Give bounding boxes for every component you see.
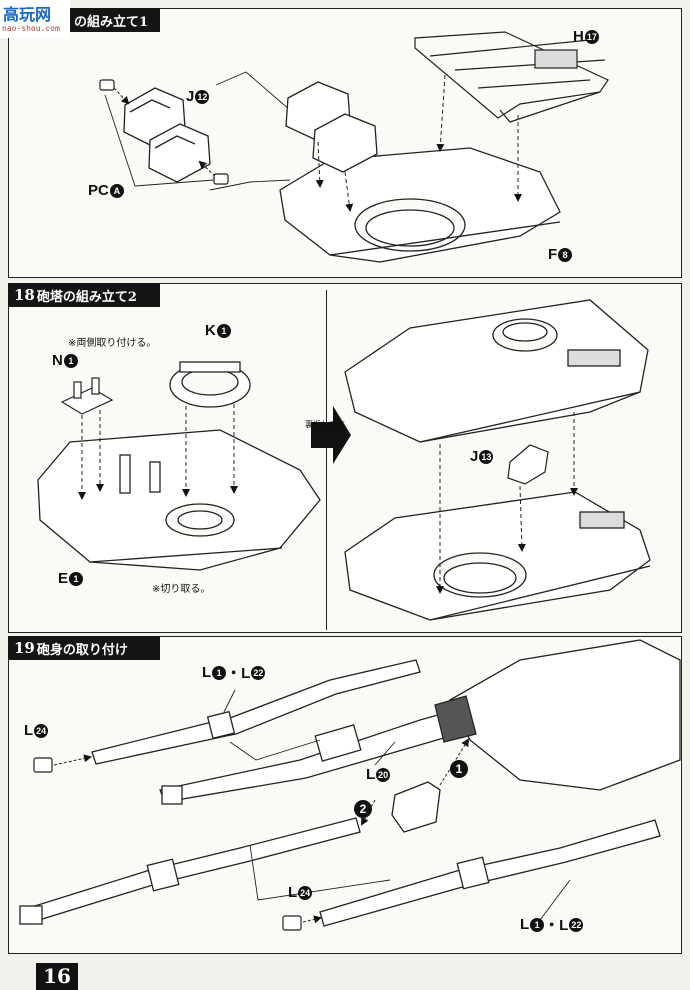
part-j13 bbox=[507, 444, 549, 485]
part-j12-blocks bbox=[123, 87, 211, 183]
part-h17-frame bbox=[414, 31, 609, 123]
section-19-title: 砲身の取り付け bbox=[36, 642, 128, 658]
flip-over-label: 裏返します bbox=[305, 420, 345, 429]
note-cut-off: ※切り取る。 bbox=[152, 584, 211, 595]
section-18-header: 18 砲塔の組み立て2 bbox=[8, 283, 160, 307]
step-two-marker: 2 bbox=[354, 800, 372, 818]
part-barrel-bottom-left bbox=[19, 817, 361, 925]
part-barrel-top bbox=[91, 659, 421, 765]
section-19-header: 19 砲身の取り付け bbox=[8, 636, 160, 660]
part-e1-hull bbox=[37, 429, 321, 571]
part-l20 bbox=[391, 781, 441, 833]
part-j12-installed bbox=[285, 81, 378, 173]
part-turret-lower-assembled bbox=[344, 491, 651, 621]
section-18-number: 18 bbox=[14, 286, 35, 304]
page-number: 16 bbox=[36, 963, 78, 990]
section-19-number: 19 bbox=[14, 639, 35, 657]
note-both-sides: ※両側取り付ける。 bbox=[68, 338, 157, 349]
site-logo-url: nao-shou.com bbox=[2, 24, 60, 33]
section-18-title: 砲塔の組み立て2 bbox=[36, 289, 137, 305]
part-n1-bracket bbox=[60, 377, 114, 415]
site-logo-glyphs: 高玩网 bbox=[3, 5, 52, 24]
part-barrel-middle bbox=[159, 705, 479, 805]
section-17-title: の組み立て1 bbox=[74, 14, 149, 30]
section-18-divider bbox=[326, 290, 327, 630]
part-gun-mantlet-turret bbox=[434, 639, 681, 791]
part-barrel-bottom-right bbox=[319, 819, 661, 927]
part-pc-a-pins bbox=[99, 79, 229, 185]
part-k1-ring bbox=[169, 361, 251, 408]
site-logo: 高玩网 nao-shou.com bbox=[0, 0, 70, 38]
part-l24-caps bbox=[33, 757, 302, 931]
flip-over-arrow-icon bbox=[311, 406, 351, 464]
part-f8-turret-lower bbox=[279, 147, 561, 263]
part-turret-upper bbox=[344, 299, 649, 443]
step-one-marker: 1 bbox=[450, 760, 468, 778]
